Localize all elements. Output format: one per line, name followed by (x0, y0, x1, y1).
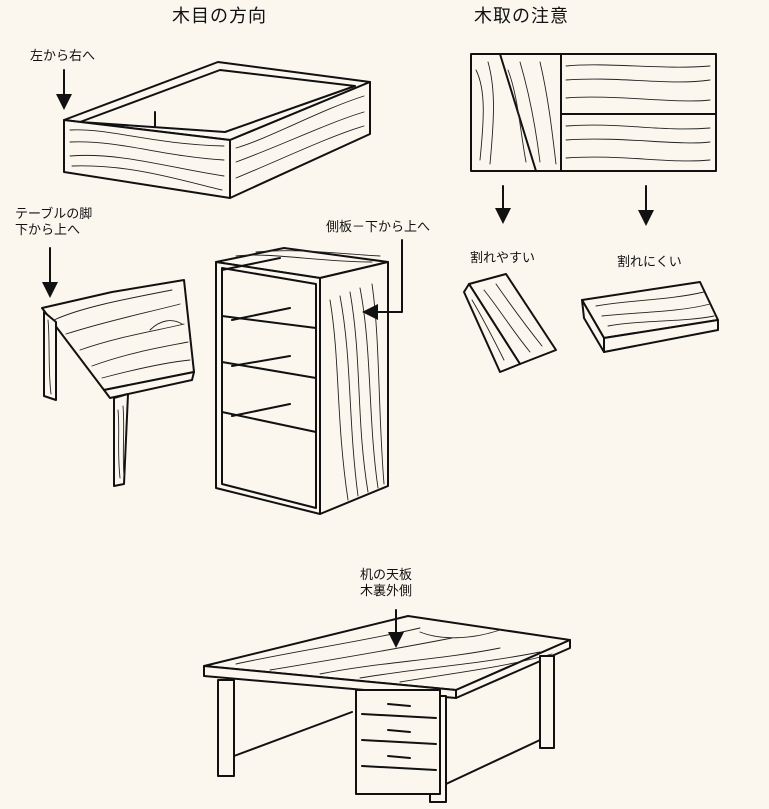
label-table-leg-line1: テーブルの脚 (15, 207, 93, 222)
board-splits-easily (463, 273, 557, 373)
desk-illustration (203, 609, 571, 803)
label-shelf-side: 側板－下から上へ (326, 220, 431, 235)
heading-cutting-caution: 木取の注意 (474, 6, 569, 27)
heading-grain-direction: 木目の方向 (172, 6, 267, 27)
label-table-leg: テーブルの脚 下から上へ (15, 207, 92, 240)
cutting-diagram (470, 53, 717, 226)
label-splits-easily: 割れやすい (470, 251, 536, 266)
label-splits-less: 割れにくい (617, 255, 682, 270)
label-table-leg-line2: 下から上へ (15, 223, 81, 239)
label-desk-top-line1: 机の天板 (360, 568, 413, 583)
shelf-illustration (215, 239, 403, 515)
table-illustration (41, 247, 195, 487)
label-box-direction: 左から右へ (30, 49, 96, 64)
board-splits-less (581, 281, 719, 353)
label-desk-top: 机の天板 木裏外側 (360, 568, 412, 601)
label-desk-top-line2: 木裏外側 (360, 584, 413, 600)
box-illustration (56, 61, 371, 199)
